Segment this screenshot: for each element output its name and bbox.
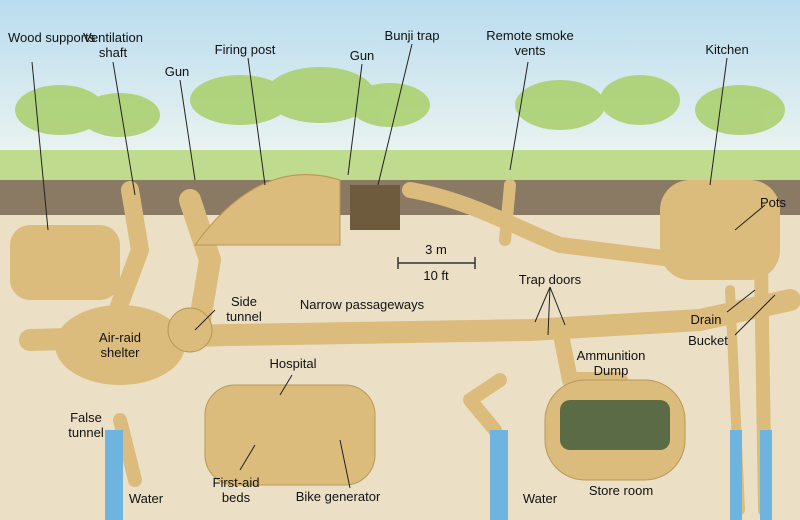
firing-post-chamber bbox=[194, 174, 341, 246]
leader-lines bbox=[31, 43, 776, 489]
label-false-tunnel: False tunnel bbox=[68, 410, 104, 440]
water bbox=[105, 430, 772, 520]
label-water-right: Water bbox=[522, 491, 558, 506]
label-first-aid-beds: First-aid beds bbox=[212, 475, 260, 505]
label-bunji-trap: Bunji trap bbox=[384, 28, 440, 43]
label-hospital: Hospital bbox=[269, 356, 317, 371]
air-raid-shelter bbox=[55, 305, 185, 385]
palm-trees bbox=[0, 67, 800, 185]
label-remote-smoke-vents: Remote smoke vents bbox=[486, 28, 574, 58]
label-side-tunnel: Side tunnel bbox=[226, 294, 262, 324]
wood-supports-chamber bbox=[10, 225, 120, 300]
label-air-raid-shelter: Air-raid shelter bbox=[99, 330, 141, 360]
hospital-room bbox=[204, 384, 376, 486]
label-store-room: Store room bbox=[588, 483, 654, 498]
kitchen-room bbox=[660, 180, 780, 280]
label-bucket: Bucket bbox=[688, 333, 728, 348]
label-ventilation-shaft: Ventilation shaft bbox=[83, 30, 143, 60]
label-ammunition-dump: Ammunition Dump bbox=[576, 348, 646, 378]
label-gun-left: Gun bbox=[164, 64, 190, 79]
label-kitchen: Kitchen bbox=[705, 42, 749, 57]
label-wood-supports: Wood supports bbox=[8, 30, 96, 45]
label-firing-post: Firing post bbox=[214, 42, 276, 57]
label-trap-doors: Trap doors bbox=[518, 272, 582, 287]
bunji-trap bbox=[350, 185, 400, 230]
ammunition-crates bbox=[560, 400, 670, 450]
scale-bar bbox=[397, 257, 476, 269]
label-scale-m: 3 m bbox=[425, 242, 447, 257]
label-bike-generator: Bike generator bbox=[295, 489, 381, 504]
label-drain: Drain bbox=[690, 312, 722, 327]
label-narrow-passageways: Narrow passageways bbox=[299, 297, 425, 312]
side-tunnel-chamber bbox=[167, 307, 213, 353]
label-pots: Pots bbox=[759, 195, 787, 210]
label-scale-ft: 10 ft bbox=[423, 268, 449, 283]
label-gun-right: Gun bbox=[349, 48, 375, 63]
label-water-left: Water bbox=[128, 491, 164, 506]
